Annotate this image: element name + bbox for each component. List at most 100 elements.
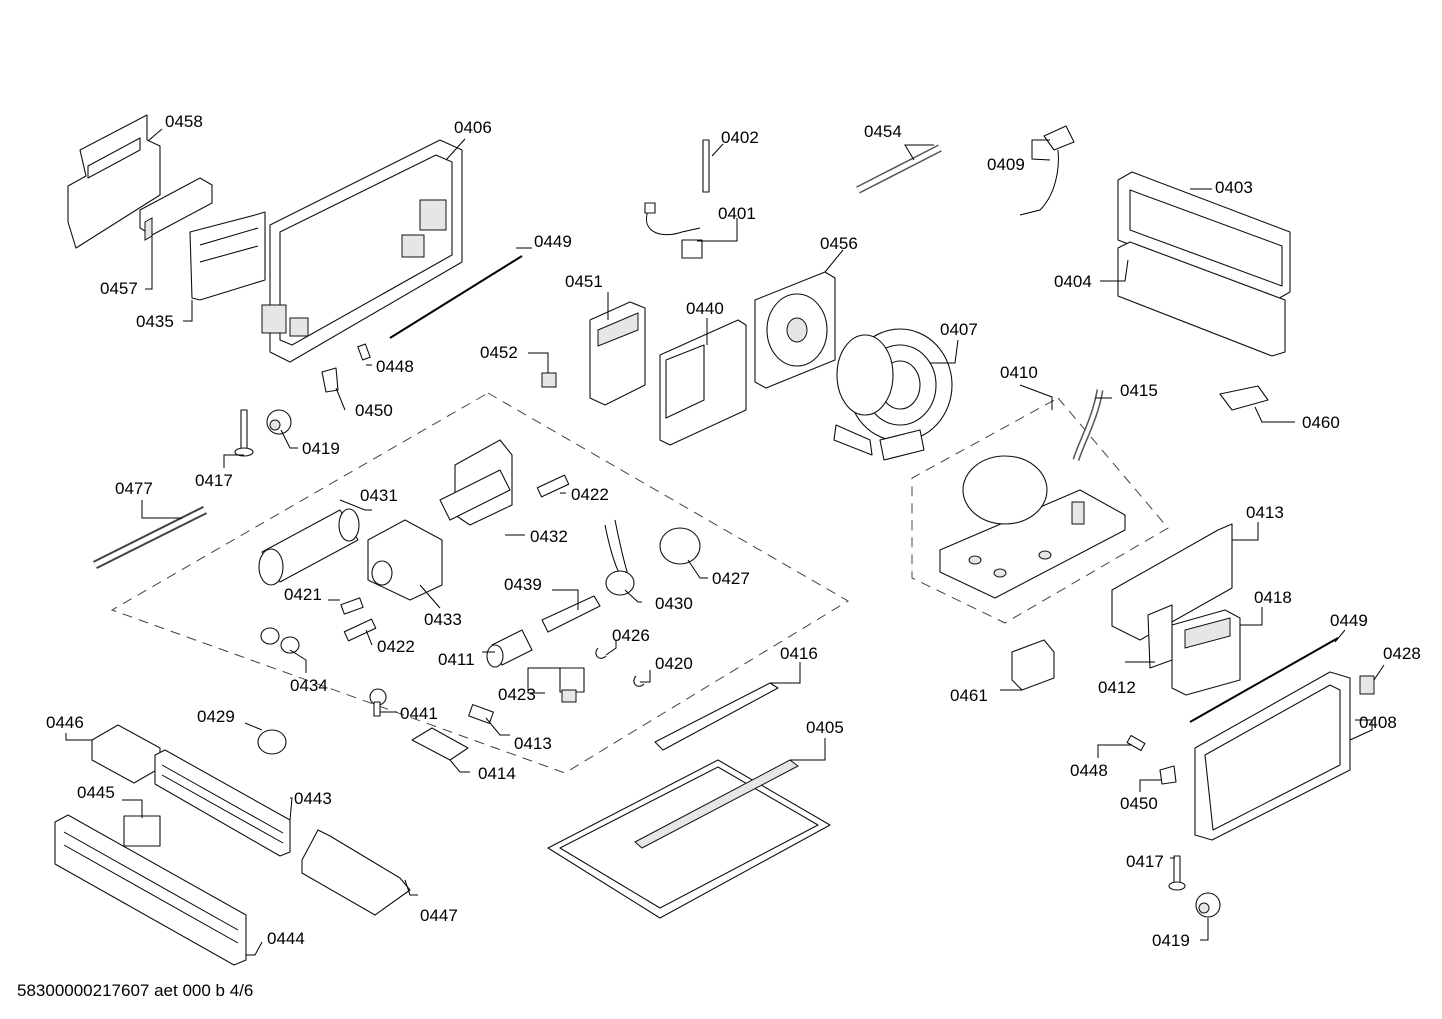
part-0430-sensor-wires (604, 519, 635, 596)
part-0450-clip-lower (1159, 765, 1177, 785)
part-0443-grille (154, 749, 291, 857)
part-0414-plate (411, 727, 469, 761)
part-0426-clamp (595, 647, 607, 659)
part-0412-bracket (1147, 604, 1173, 669)
label-part: 0461 (950, 686, 988, 705)
dashed-group-outline-compressor (911, 397, 1169, 624)
label-part: 0408 (1359, 713, 1397, 732)
part-0416-strip (654, 682, 779, 751)
part-0458-bracket (67, 114, 161, 249)
label-part: 0457 (100, 279, 138, 298)
label-part: 0402 (721, 128, 759, 147)
label-part: 0450 (1120, 794, 1158, 813)
part-0418-relay-box (1171, 609, 1241, 696)
part-0448-connector-upper (357, 343, 371, 361)
part-0439-tube (541, 595, 601, 633)
label-part: 0419 (1152, 931, 1190, 950)
part-0408-tray (1194, 671, 1351, 841)
part-0407-condenser-coil (833, 328, 953, 461)
label-part: 0435 (136, 312, 174, 331)
label-part: 0405 (806, 718, 844, 737)
label-part: 0451 (565, 272, 603, 291)
leader-lines (65, 128, 1385, 956)
label-part: 0446 (46, 713, 84, 732)
label-part: 0443 (294, 789, 332, 808)
label-part: 0410 (1000, 363, 1038, 382)
label-part: 0417 (195, 471, 233, 490)
part-0452-small-block (541, 372, 557, 388)
part-0404-panel (1117, 241, 1286, 357)
label-part: 0449 (1330, 611, 1368, 630)
label-part: 0423 (498, 685, 536, 704)
label-part: 0458 (165, 112, 203, 131)
part-0428-small-clip (1359, 675, 1375, 695)
part-0434-caps (260, 627, 300, 654)
part-0423-valve-block (559, 667, 585, 703)
part-0419-roller-upper (266, 409, 292, 435)
label-part: 0456 (820, 234, 858, 253)
label-part: 0418 (1254, 588, 1292, 607)
label-part: 0448 (376, 357, 414, 376)
part-0417-foot-lower (1168, 855, 1186, 891)
part-0410-compressor (939, 455, 1126, 599)
label-part: 0447 (420, 906, 458, 925)
label-part: 0420 (655, 654, 693, 673)
part-0401-harness (644, 202, 703, 259)
label-part: 0448 (1070, 761, 1108, 780)
part-0432-heater (439, 439, 513, 526)
label-part: 0477 (115, 479, 153, 498)
part-0457-control-module (139, 177, 213, 241)
part-0477-tube (92, 505, 208, 570)
part-0450-clip-upper (321, 367, 339, 393)
label-part: 0406 (454, 118, 492, 137)
label-part: 0414 (478, 764, 516, 783)
part-0433-housing (367, 519, 443, 601)
label-part: 0454 (864, 122, 902, 141)
label-part: 0429 (197, 707, 235, 726)
label-part: 0439 (504, 575, 542, 594)
label-part: 0428 (1383, 644, 1421, 663)
label-part: 0440 (686, 299, 724, 318)
label-part: 0422 (571, 485, 609, 504)
part-0431-cylinder (258, 508, 360, 586)
label-part: 0433 (424, 610, 462, 629)
part-0419-roller-lower (1195, 892, 1221, 918)
part-0405-tray (547, 759, 831, 919)
label-part: 0431 (360, 486, 398, 505)
label-part: 0426 (612, 626, 650, 645)
part-0411-valve (486, 629, 533, 668)
drawing-reference-code: 58300000217607 aet 000 b 4/6 (17, 981, 254, 1000)
label-part: 0413 (1246, 503, 1284, 522)
part-0460-socket (1219, 385, 1269, 411)
part-0422-fuse-upper (536, 474, 570, 498)
label-part: 0450 (355, 401, 393, 420)
part-0427-cap (659, 527, 701, 565)
part-0441-nozzle (369, 688, 387, 717)
label-part: 0449 (534, 232, 572, 251)
label-part: 0452 (480, 343, 518, 362)
part-0429-knob (257, 729, 287, 755)
part-0413-fitting (468, 704, 494, 724)
label-part: 0417 (1126, 852, 1164, 871)
part-0447-bracket (301, 829, 411, 916)
label-part: 0460 (1302, 413, 1340, 432)
part-0413-bracket-right (1111, 523, 1233, 641)
label-part: 0422 (377, 637, 415, 656)
part-0456-electronic-board (189, 211, 266, 301)
label-part: 0445 (77, 783, 115, 802)
label-part: 0419 (302, 439, 340, 458)
part-0449-rod-lower (1189, 637, 1339, 723)
part-0417-foot-upper (234, 409, 254, 457)
part-0461-box (1011, 639, 1055, 691)
part-0403-panel (1117, 171, 1291, 301)
part-0454-tube (856, 144, 942, 194)
label-part: 0413 (514, 734, 552, 753)
part-0446-bracket (91, 724, 161, 784)
part-0409-power-cord (1019, 125, 1075, 216)
part-labels: 0458 0406 0402 0454 0409 0403 0401 0449 … (46, 112, 1421, 950)
dashed-group-outline-center (110, 392, 849, 774)
part-0451-module (589, 301, 646, 406)
label-part: 0411 (438, 650, 475, 669)
part-0420-clamp (633, 675, 645, 687)
